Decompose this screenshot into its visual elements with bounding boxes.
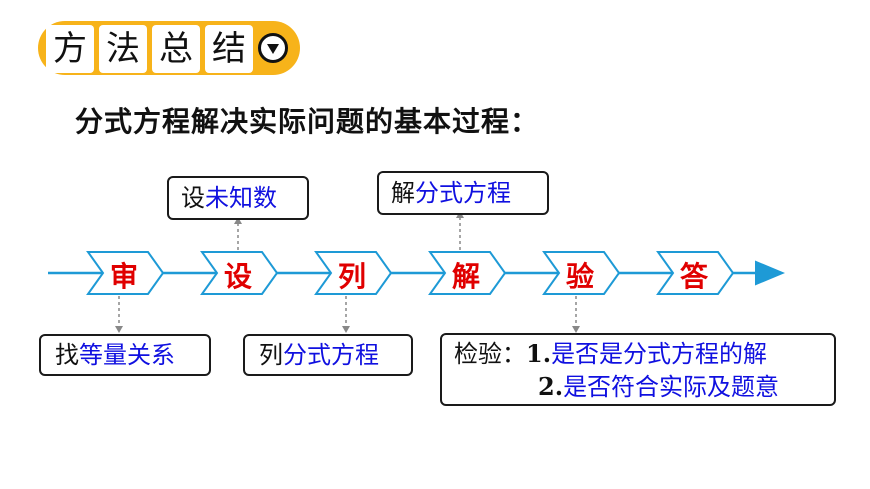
note-find-relation: 找等量关系 [39, 334, 211, 376]
check-line-2: 2.是否符合实际及题意 [538, 371, 779, 403]
step-review: 审 [109, 260, 138, 293]
check-text-1: 是否是分式方程的解 [551, 340, 768, 368]
check-num-2: 2. [538, 372, 564, 401]
note-prefix: 解 [391, 179, 415, 207]
check-line-1: 检验：1.是否是分式方程的解 [454, 338, 767, 370]
chevron-step-4 [428, 251, 507, 295]
note-check: 检验：1.是否是分式方程的解 2.是否符合实际及题意 [440, 333, 836, 406]
note-list-equation: 列分式方程 [243, 334, 413, 376]
step-set: 设 [223, 260, 252, 293]
note-set-unknown: 设未知数 [167, 176, 309, 220]
arrowhead-set [234, 217, 242, 224]
note-prefix: 设 [181, 184, 205, 212]
chevron-step-5 [542, 251, 621, 295]
arrowhead-check [572, 326, 580, 333]
badge-char-1: 方 [46, 25, 94, 73]
badge-char-3: 总 [152, 25, 200, 73]
badge-char-4: 结 [205, 25, 253, 73]
chevron-down-icon[interactable] [258, 33, 288, 63]
page-heading: 分式方程解决实际问题的基本过程： [75, 105, 540, 138]
note-prefix: 找 [55, 341, 79, 369]
step-check: 验 [565, 260, 594, 293]
step-list: 列 [337, 260, 366, 293]
badge-char-2: 法 [99, 25, 147, 73]
arrowhead-list [342, 326, 350, 333]
note-solve-equation: 解分式方程 [377, 171, 549, 215]
chevron-step-2 [200, 251, 279, 295]
step-solve: 解 [451, 260, 480, 293]
check-prefix: 检验： [454, 340, 526, 368]
chevron-step-1 [86, 251, 165, 295]
check-text-2: 是否符合实际及题意 [563, 373, 780, 401]
note-highlight: 未知数 [205, 184, 277, 212]
note-highlight: 分式方程 [415, 179, 511, 207]
note-highlight: 分式方程 [283, 341, 379, 369]
check-num-1: 1. [526, 339, 552, 368]
step-answer: 答 [679, 260, 708, 293]
arrowhead-review [115, 326, 123, 333]
chevron-step-6 [656, 251, 735, 295]
note-prefix: 列 [259, 341, 283, 369]
note-highlight: 等量关系 [79, 341, 175, 369]
chevron-step-3 [314, 251, 393, 295]
